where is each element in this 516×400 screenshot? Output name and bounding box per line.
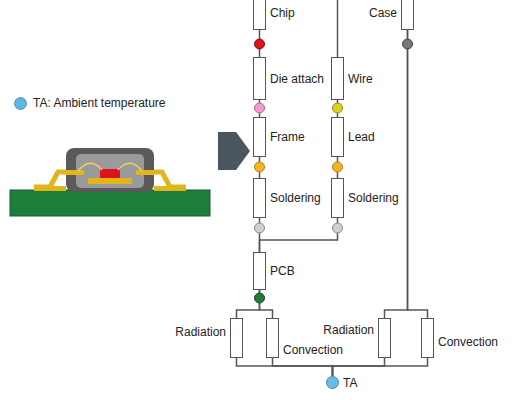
resistor-label: Lead: [348, 130, 375, 144]
resistor-label: Chip: [270, 6, 295, 20]
legend-swatch: [14, 97, 27, 110]
resistor-label: Die attach: [270, 72, 324, 86]
resistor-label: Convection: [438, 335, 498, 349]
thermal-path: [273, 358, 333, 376]
thermal-resistor: Frame: [253, 117, 266, 157]
junction-dot: [403, 39, 413, 49]
thermal-resistor: Wire: [331, 57, 344, 100]
flow-arrow: [218, 132, 250, 170]
thermal-resistor: PCB: [253, 252, 266, 290]
wire-top-line: [337, 0, 339, 57]
resistor-label: Radiation: [175, 325, 226, 339]
junction-dot: [255, 39, 265, 49]
resistor-label: PCB: [270, 264, 295, 278]
pcb-board: [10, 190, 210, 216]
inner-lead: [136, 170, 154, 175]
thermal-resistor: Convection: [266, 318, 279, 358]
bond-wire: [78, 163, 102, 171]
resistor-label: Convection: [283, 343, 343, 357]
resistor-label: Frame: [270, 130, 305, 144]
thermal-resistor: Case: [401, 0, 414, 30]
thermal-resistor: Die attach: [253, 57, 266, 100]
thermal-resistor: Soldering: [253, 178, 266, 218]
inner-lead: [66, 170, 84, 175]
thermal-path: [408, 30, 428, 318]
thermal-path: [237, 358, 333, 376]
junction-dot: [333, 223, 343, 233]
junction-dot: [255, 223, 265, 233]
thermal-resistor: Convection: [421, 318, 434, 358]
legend-text: TA: Ambient temperature: [33, 96, 166, 110]
chip: [100, 169, 120, 178]
thermal-resistor: Radiation: [230, 318, 243, 358]
resistor-label: Soldering: [348, 191, 399, 205]
thermal-path: [333, 358, 385, 376]
package-case: [66, 148, 154, 192]
thermal-resistor: Soldering: [331, 178, 344, 218]
lead-frame: [88, 178, 132, 184]
junction-dot: [255, 162, 265, 172]
thermal-path: [385, 30, 408, 318]
bond-wire: [118, 163, 142, 171]
thermal-path: [260, 218, 338, 252]
ambient-node: TA: [326, 376, 339, 389]
junction-dot: [333, 162, 343, 172]
resistor-label: Soldering: [270, 191, 321, 205]
junction-dot: [333, 103, 343, 113]
thermal-resistor: Radiation: [378, 318, 391, 358]
legend: TA: Ambient temperature: [14, 96, 166, 110]
thermal-resistor: Chip: [253, 0, 266, 30]
thermal-path: [333, 358, 428, 376]
junction-dot: [255, 293, 265, 303]
thermal-resistor: Lead: [331, 117, 344, 157]
resistor-label: Wire: [348, 72, 373, 86]
resistor-label: Case: [369, 6, 397, 20]
resistor-label: Radiation: [323, 323, 374, 337]
package-cavity: [76, 154, 144, 188]
junction-dot: [255, 103, 265, 113]
resistor-label: TA: [343, 376, 357, 390]
